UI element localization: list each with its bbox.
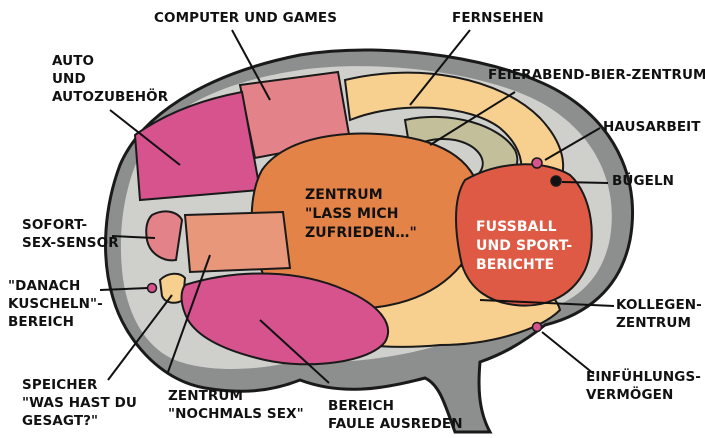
label-computer: COMPUTER UND GAMES <box>154 9 337 27</box>
region-auto <box>135 92 260 200</box>
label-kollegen: KOLLEGEN- ZENTRUM <box>616 296 702 332</box>
label-sofort: SOFORT- SEX-SENSOR <box>22 216 119 252</box>
label-speicher: SPEICHER "WAS HAST DU GESAGT?" <box>22 376 137 430</box>
label-hausarbeit: HAUSARBEIT <box>603 118 701 136</box>
dot-hausarbeit <box>532 158 542 168</box>
label-zentrum-lass: ZENTRUM "LASS MICH ZUFRIEDEN…" <box>305 186 417 243</box>
label-buegeln: BÜGELN <box>612 172 674 190</box>
label-feierabend: FEIERABEND-BIER-ZENTRUM <box>488 66 705 84</box>
region-nochmals <box>185 212 290 272</box>
label-ausreden: BEREICH FAULE AUSREDEN <box>328 397 463 433</box>
label-fussball: FUSSBALL UND SPORT- BERICHTE <box>476 218 572 275</box>
label-nochmals: ZENTRUM "NOCHMALS SEX" <box>168 387 304 423</box>
label-auto: AUTO UND AUTOZUBEHÖR <box>52 52 168 106</box>
label-danach: "DANACH KUSCHELN"- BEREICH <box>8 277 103 331</box>
dot-danach <box>148 284 157 293</box>
label-fernsehen: FERNSEHEN <box>452 9 544 27</box>
dot-buegeln <box>551 176 561 186</box>
dot-einfuehlung <box>533 323 542 332</box>
label-einfuehlung: EINFÜHLUNGS- VERMÖGEN <box>586 368 701 404</box>
